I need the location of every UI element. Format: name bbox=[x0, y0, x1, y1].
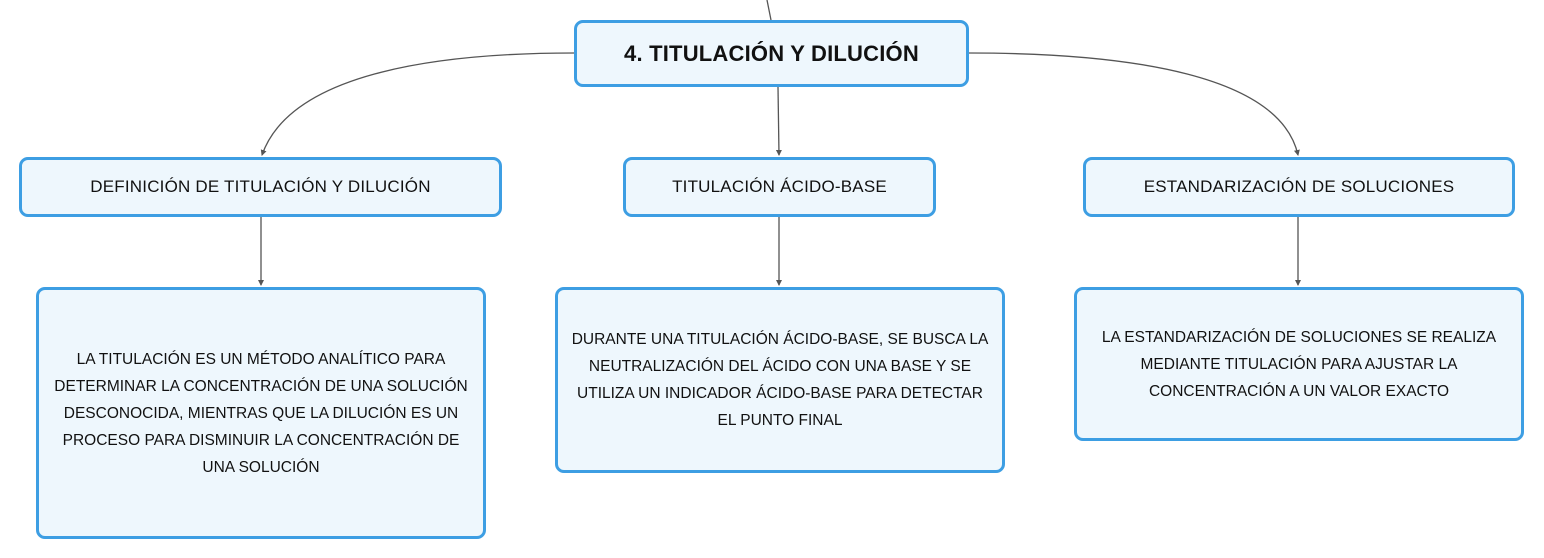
subtopic-label: DEFINICIÓN DE TITULACIÓN Y DILUCIÓN bbox=[90, 177, 431, 196]
connector-root-to-branch-1 bbox=[260, 52, 575, 156]
subtopic-node-titulacion-acido-base[interactable]: TITULACIÓN ÁCIDO-BASE bbox=[623, 157, 936, 217]
subtopic-node-estandarizacion[interactable]: ESTANDARIZACIÓN DE SOLUCIONES bbox=[1083, 157, 1515, 217]
detail-node-estandarizacion[interactable]: LA ESTANDARIZACIÓN DE SOLUCIONES SE REAL… bbox=[1074, 287, 1524, 441]
detail-text: DURANTE UNA TITULACIÓN ÁCIDO-BASE, SE BU… bbox=[571, 331, 989, 429]
connector-root-to-branch-2 bbox=[775, 86, 782, 156]
connector-root-to-branch-3 bbox=[968, 52, 1300, 156]
detail-text: LA ESTANDARIZACIÓN DE SOLUCIONES SE REAL… bbox=[1101, 328, 1497, 400]
subtopic-label: ESTANDARIZACIÓN DE SOLUCIONES bbox=[1143, 177, 1455, 196]
detail-node-titulacion-acido-base[interactable]: DURANTE UNA TITULACIÓN ÁCIDO-BASE, SE BU… bbox=[555, 287, 1005, 473]
root-topic-node[interactable]: 4. TITULACIÓN Y DILUCIÓN bbox=[574, 20, 969, 87]
root-topic-title: 4. TITULACIÓN Y DILUCIÓN bbox=[624, 40, 919, 66]
connector-incoming bbox=[766, 0, 772, 21]
detail-text: LA TITULACIÓN ES UN MÉTODO ANALÍTICO PAR… bbox=[54, 350, 468, 476]
detail-node-definicion[interactable]: LA TITULACIÓN ES UN MÉTODO ANALÍTICO PAR… bbox=[36, 287, 486, 539]
subtopic-node-definicion[interactable]: DEFINICIÓN DE TITULACIÓN Y DILUCIÓN bbox=[19, 157, 502, 217]
subtopic-label: TITULACIÓN ÁCIDO-BASE bbox=[672, 177, 887, 196]
